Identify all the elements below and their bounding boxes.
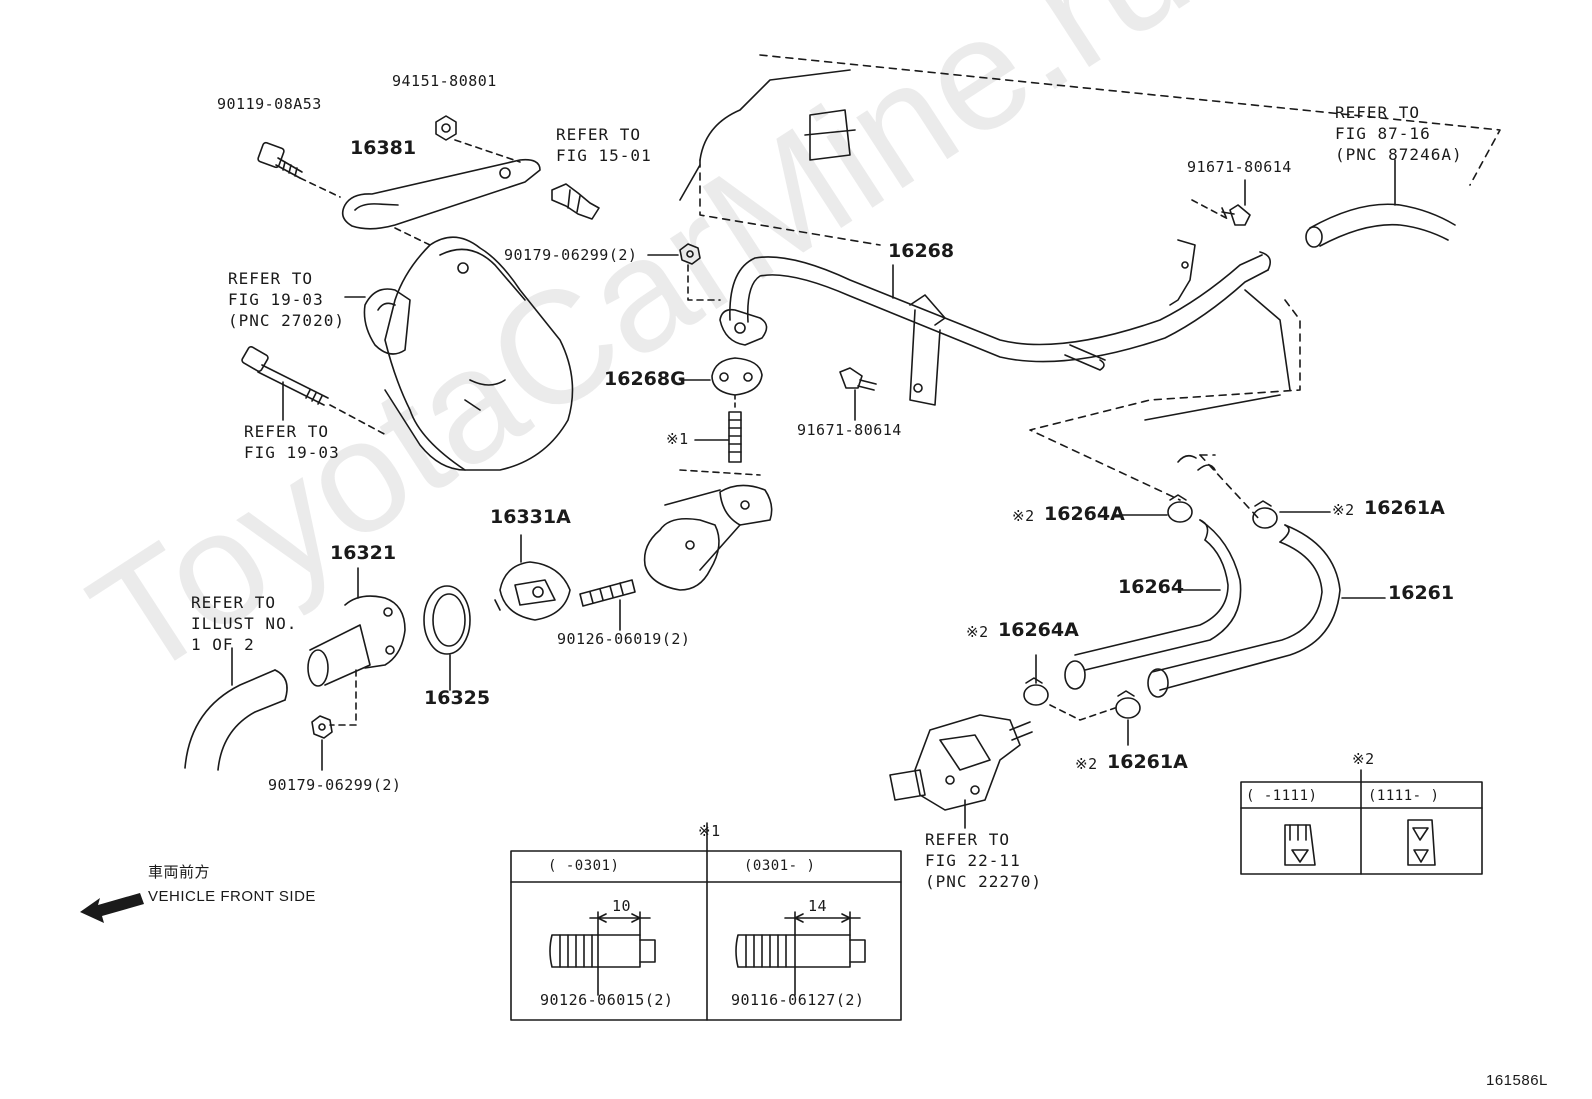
note-mark-stud: ※1 <box>666 430 689 448</box>
bolt-91671-top-shape <box>1221 204 1251 226</box>
hose-16264-shape <box>1064 519 1242 690</box>
fitting-15-01-shape <box>551 183 600 220</box>
note-mark-16264A-lower: ※2 <box>966 623 989 641</box>
thermostat-housing-shape <box>643 469 773 591</box>
direction-jp: 車両前方 <box>148 864 211 881</box>
table1-mark: ※1 <box>698 822 721 840</box>
note-mark-16264A-upper: ※2 <box>1012 507 1035 525</box>
label-90126-06019: 90126-06019(2) <box>557 630 691 648</box>
table1-part-90126-06015: 90126-06015(2) <box>540 991 674 1009</box>
clamp-16264A-lower-shape <box>1023 677 1049 706</box>
nut-90179-bottom-shape <box>311 715 333 739</box>
clamp-16261A-lower-shape <box>1115 690 1141 719</box>
label-90179-06299-bottom: 90179-06299(2) <box>268 776 402 794</box>
table2-frame <box>1240 769 1483 875</box>
table2-mark: ※2 <box>1352 750 1375 768</box>
label-16264A-lower: 16264A <box>998 619 1079 641</box>
engine-outline <box>699 54 1501 521</box>
radiator-hose-shape <box>184 669 288 771</box>
clamp-16261A-upper-shape <box>1252 500 1278 529</box>
label-16381: 16381 <box>350 137 417 159</box>
table2-col1-header: ( -1111) <box>1246 788 1318 804</box>
bolt-90119-08A53-shape <box>257 141 303 179</box>
label-16261: 16261 <box>1388 582 1455 604</box>
table1-dim-10: 10 <box>612 897 632 915</box>
gasket-16268G-shape <box>711 357 763 396</box>
label-16268G: 16268G <box>604 368 686 390</box>
gasket-16325-shape <box>423 585 471 655</box>
note-mark-16261A-upper: ※2 <box>1332 501 1355 519</box>
stud-90126-06019-shape <box>579 579 636 607</box>
diagram-id: 161586L <box>1486 1072 1548 1089</box>
bolt-91671-mid-shape <box>839 367 877 391</box>
nut-94151-shape <box>435 115 457 141</box>
label-16321: 16321 <box>330 542 397 564</box>
valve-22-11-shape <box>889 714 1033 811</box>
label-16261A-lower: 16261A <box>1107 751 1188 773</box>
bracket-16381-shape <box>341 158 541 230</box>
label-16264A-upper: 16264A <box>1044 503 1125 525</box>
front-arrow-icon <box>80 893 144 923</box>
engine-head <box>679 69 1291 421</box>
label-91671-80614-mid: 91671-80614 <box>797 421 902 439</box>
stud-shape <box>728 411 742 463</box>
outlet-16321-shape <box>307 595 406 687</box>
direction-en: VEHICLE FRONT SIDE <box>148 888 316 905</box>
label-16331A: 16331A <box>490 506 571 528</box>
table1-frame <box>510 822 902 1021</box>
hose-87-16-shape <box>1305 203 1456 248</box>
clamp-16264A-upper-shape <box>1167 494 1193 523</box>
thermostat-16331A-shape <box>494 561 571 621</box>
label-16261A-upper: 16261A <box>1364 497 1445 519</box>
table1-dim-14: 14 <box>808 897 828 915</box>
label-16325: 16325 <box>424 687 491 709</box>
nut-90179-top-shape <box>679 243 701 265</box>
hose-16261-shape <box>1147 524 1341 698</box>
label-90119-08A53: 90119-08A53 <box>217 95 322 113</box>
table1-col2-header: (0301- ) <box>744 858 816 874</box>
alternator-shape <box>363 236 574 471</box>
table1-col1-header: ( -0301) <box>548 858 620 874</box>
note-mark-16261A-lower: ※2 <box>1075 755 1098 773</box>
water-pipe-16268-shape <box>719 239 1271 406</box>
label-16268: 16268 <box>888 240 955 262</box>
label-94151-80801: 94151-80801 <box>392 72 497 90</box>
long-bolt-shape <box>241 346 329 406</box>
table1-part-90116-06127: 90116-06127(2) <box>731 991 865 1009</box>
table2-col2-header: (1111- ) <box>1368 788 1440 804</box>
label-90179-06299-top: 90179-06299(2) <box>504 246 638 264</box>
label-16264: 16264 <box>1118 576 1185 598</box>
label-91671-80614-top: 91671-80614 <box>1187 158 1292 176</box>
